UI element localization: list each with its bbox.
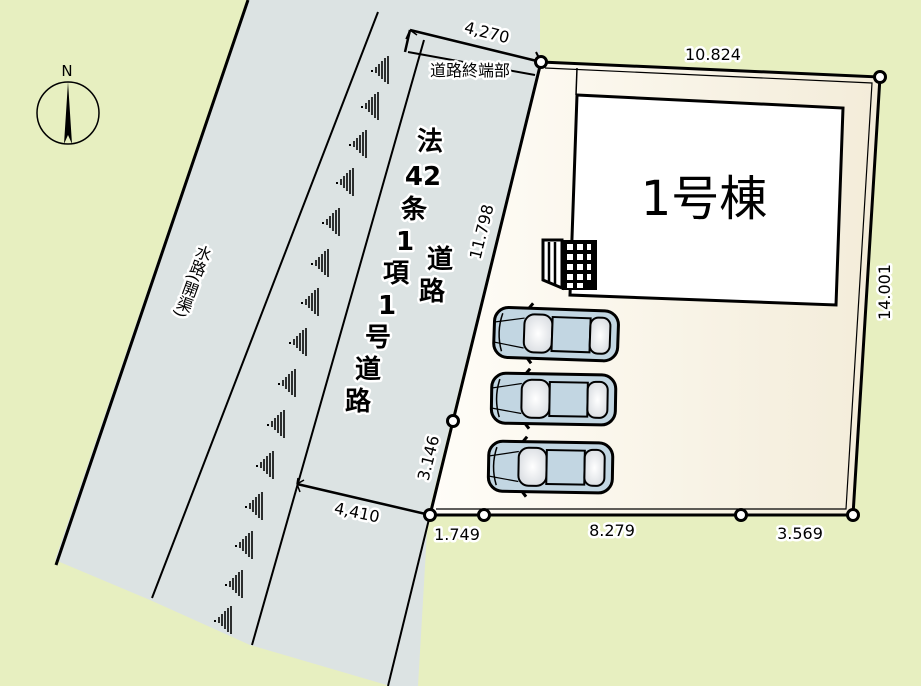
road-end-dimension bbox=[409, 28, 542, 64]
dim-lot-right: 14.001 bbox=[875, 264, 894, 320]
entrance-stairs-icon bbox=[541, 238, 597, 291]
dim-lot-bottom-2: 8.279 bbox=[589, 521, 635, 540]
svg-text:項: 項 bbox=[383, 259, 410, 289]
dim-lot-bottom-1: 1.749 bbox=[434, 525, 480, 544]
dim-lot-bottom-3: 3.569 bbox=[777, 524, 823, 543]
road-label: 法 42 条 1 項 1 号 道 路 道 路 bbox=[342, 125, 455, 420]
dim-lot-top: 10.824 bbox=[685, 45, 741, 64]
parking-car-3 bbox=[486, 434, 615, 500]
waterway-edge bbox=[54, 0, 250, 566]
svg-text:路: 路 bbox=[419, 276, 446, 307]
road-right-edge-lower bbox=[387, 514, 431, 686]
waterway-road-divider bbox=[151, 11, 379, 599]
road-end-label: 道路終端部 bbox=[430, 61, 510, 80]
parking-car-2 bbox=[489, 366, 618, 432]
compass-label: N bbox=[61, 62, 72, 80]
lot-inner-border bbox=[436, 67, 873, 510]
svg-text:1: 1 bbox=[378, 291, 396, 321]
svg-text:道: 道 bbox=[427, 244, 453, 275]
road-end-line bbox=[407, 51, 536, 76]
building-label: 1号棟 bbox=[641, 171, 768, 227]
svg-text:路: 路 bbox=[345, 386, 372, 417]
svg-text:1: 1 bbox=[396, 227, 414, 257]
north-arrow-icon: N bbox=[36, 62, 100, 145]
parking-car-1 bbox=[491, 300, 621, 368]
svg-text:道: 道 bbox=[355, 354, 381, 385]
svg-text:号: 号 bbox=[365, 323, 391, 353]
boundary-markers bbox=[423, 55, 887, 522]
road-width-dimension bbox=[296, 482, 431, 517]
svg-text:条: 条 bbox=[401, 195, 428, 225]
svg-text:42: 42 bbox=[405, 162, 441, 192]
fence-line bbox=[575, 67, 578, 96]
building-1 bbox=[568, 93, 845, 307]
embankment-line bbox=[251, 39, 425, 646]
svg-text:法: 法 bbox=[417, 127, 443, 157]
